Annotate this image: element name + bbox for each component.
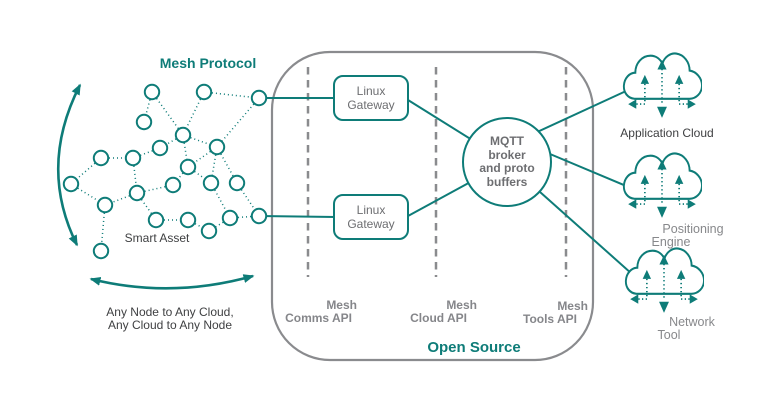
mesh-node bbox=[200, 222, 218, 240]
bidirectional-arrow-horizontal-icon bbox=[89, 274, 255, 290]
mesh-edge bbox=[151, 91, 184, 136]
smart-asset-label: Smart Asset bbox=[124, 231, 190, 245]
open-source-container-box bbox=[270, 50, 595, 362]
network-tool-label-line1: Network bbox=[669, 315, 715, 329]
mqtt-broker-circle bbox=[462, 117, 552, 207]
positioning-engine-label-line2: Engine bbox=[651, 235, 691, 249]
mesh-node bbox=[195, 83, 213, 101]
mesh-node bbox=[92, 242, 110, 260]
application-cloud-label: Application Cloud bbox=[620, 126, 714, 140]
gateway-1-box bbox=[333, 75, 409, 121]
mesh-node bbox=[92, 149, 110, 167]
mesh-node bbox=[135, 113, 153, 131]
mesh-edge bbox=[216, 97, 260, 148]
gateway-2-box bbox=[333, 194, 409, 240]
mesh-to-gateway-2-line bbox=[258, 215, 337, 218]
any-node-caption: Any Node to Any Cloud, Any Cloud to Any … bbox=[90, 306, 250, 332]
gateway-2-label: Linux Gateway bbox=[334, 203, 408, 231]
mesh-cloud-api-label-line1: Mesh bbox=[446, 298, 477, 312]
mesh-comms-api-label-line2: Comms API bbox=[285, 311, 352, 325]
mesh-edge bbox=[182, 134, 189, 168]
mesh-node bbox=[250, 207, 268, 225]
mesh-edge bbox=[136, 192, 157, 221]
mesh-node bbox=[62, 175, 80, 193]
network-tool-cloud-icon bbox=[624, 247, 704, 314]
mqtt-broker-label: MQTT broker and proto buffers bbox=[457, 134, 557, 189]
positioning-engine-cloud-icon bbox=[622, 152, 702, 219]
mesh-node bbox=[174, 126, 192, 144]
gateway-1-label: Linux Gateway bbox=[334, 84, 408, 112]
mqtt-broker-label-line1: MQTT bbox=[490, 134, 524, 148]
mesh-nodes bbox=[62, 83, 268, 260]
any-node-caption-line1: Any Node to Any Cloud, bbox=[106, 305, 234, 319]
open-source-label: Open Source bbox=[427, 339, 521, 356]
mesh-edges bbox=[70, 91, 260, 252]
mesh-node bbox=[221, 209, 239, 227]
gateway-1-label-line2: Gateway bbox=[347, 98, 395, 112]
mesh-node bbox=[250, 89, 268, 107]
mesh-node bbox=[96, 196, 114, 214]
network-tool-label-line2: Tool bbox=[657, 328, 681, 342]
mqtt-broker-label-line2: broker bbox=[488, 147, 526, 162]
bidirectional-arrow-vertical-icon bbox=[56, 83, 82, 247]
mesh-node bbox=[124, 149, 142, 167]
mesh-tools-api-label-line2: Tools API bbox=[523, 312, 577, 326]
mqtt-broker-label-line3: and proto bbox=[479, 161, 535, 175]
mesh-node bbox=[164, 176, 182, 194]
any-node-caption-line2: Any Cloud to Any Node bbox=[107, 318, 233, 332]
mesh-node bbox=[208, 138, 226, 156]
positioning-engine-label-line1: Positioning bbox=[662, 222, 724, 236]
mesh-tools-api-label-line1: Mesh bbox=[557, 299, 588, 313]
gateway-2-label-line2: Gateway bbox=[347, 217, 395, 231]
gateway-2-label-line1: Linux bbox=[356, 203, 386, 217]
mesh-node bbox=[128, 184, 146, 202]
mesh-node bbox=[143, 83, 161, 101]
gateway-1-label-line1: Linux bbox=[356, 84, 386, 98]
mesh-comms-api-label-line1: Mesh bbox=[326, 298, 357, 312]
mesh-cloud-api-label-line2: Cloud API bbox=[410, 311, 467, 325]
mesh-protocol-title: Mesh Protocol bbox=[159, 55, 257, 71]
mesh-node bbox=[151, 139, 169, 157]
mesh-node bbox=[147, 211, 165, 229]
mesh-edge bbox=[216, 146, 238, 184]
mesh-node bbox=[179, 211, 197, 229]
application-cloud-icon bbox=[622, 52, 702, 119]
mqtt-broker-label-line4: buffers bbox=[486, 174, 528, 189]
mesh-node bbox=[228, 174, 246, 192]
api-dividers bbox=[306, 67, 568, 277]
mesh-edge bbox=[203, 91, 260, 99]
mesh-node bbox=[179, 158, 197, 176]
mesh-node bbox=[202, 174, 220, 192]
connection-lines bbox=[258, 79, 651, 291]
